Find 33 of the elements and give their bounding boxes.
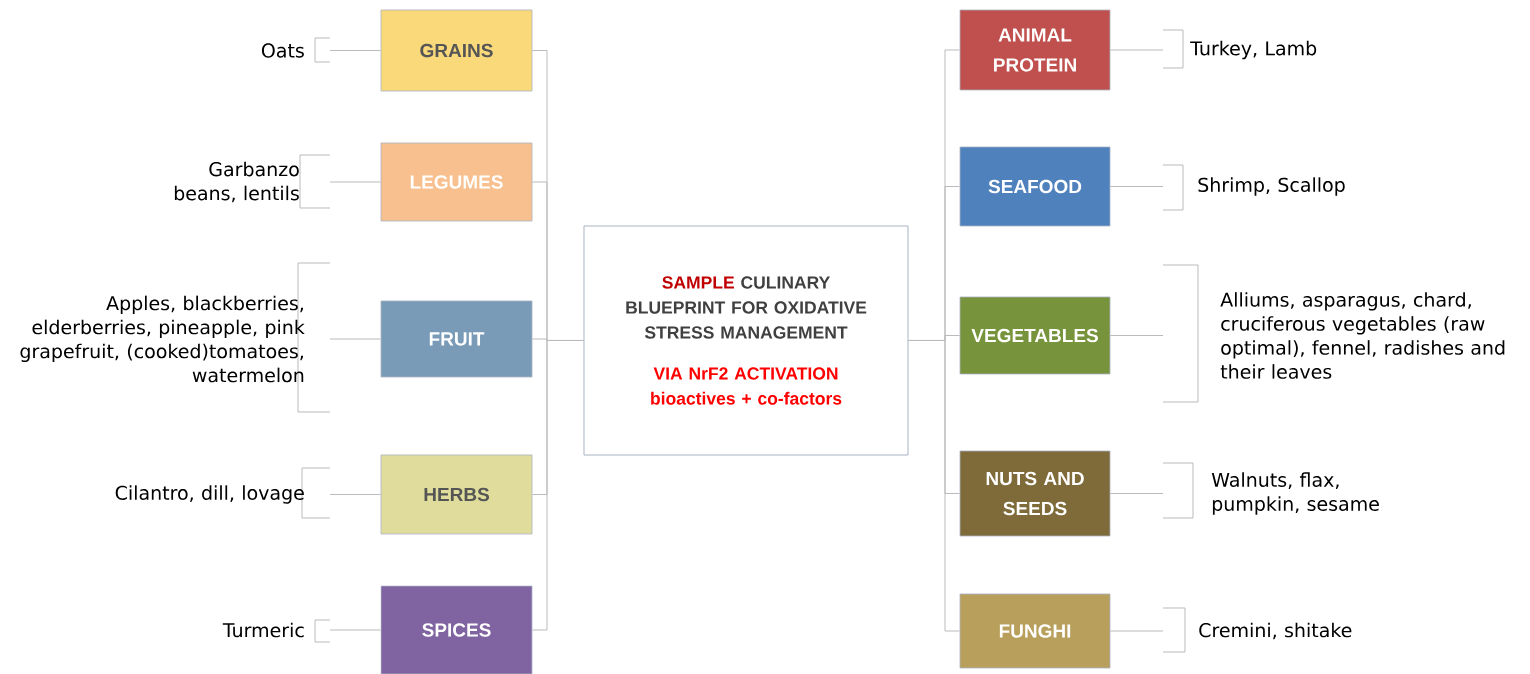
food-list: Shrimp, Scallop	[1198, 177, 1345, 196]
food-list: Garbanzo beans, lentils	[174, 161, 299, 203]
category-box: FRUIT	[380, 300, 533, 378]
food-list: Apples, blackberries, elderberries, pineapple, pink grapefruit, (cooked)tomatoes, watermelon	[20, 295, 305, 383]
food-list: Cilantro, dill, lovage	[115, 485, 304, 504]
category-box: NUTS AND SEEDS	[959, 450, 1111, 537]
category-box: HERBS	[380, 454, 533, 535]
connector-line	[329, 181, 382, 183]
connector-line	[1109, 335, 1164, 336]
food-list: Turkey, Lamb	[1190, 40, 1317, 60]
connector-line	[908, 340, 961, 632]
connector-line	[531, 340, 584, 631]
connector-line	[329, 629, 382, 631]
connector-line	[329, 338, 382, 340]
food-list: Walnuts, flax, pumpkin, sesame	[1211, 472, 1379, 515]
food-list: Turmeric	[222, 622, 304, 638]
connector-line	[329, 50, 382, 51]
category-box: SPICES	[380, 585, 533, 674]
connector-line	[1109, 186, 1164, 187]
category-box: ANIMAL PROTEIN	[959, 9, 1111, 91]
category-box: SEAFOOD	[959, 146, 1111, 227]
connector-line	[1109, 49, 1164, 51]
connector-line	[1109, 493, 1164, 494]
category-box: FUNGHI	[959, 593, 1111, 669]
food-list: Cremini, shitake	[1199, 622, 1352, 640]
category-box: VEGETABLES	[959, 296, 1111, 375]
connector-line	[329, 494, 382, 495]
title-box: SAMPLE CULINARY BLUEPRINT FOR OXIDATIVE STRESS MANAGEMENT VIA NrF2 ACTIVATION bioactives + co-factors	[583, 225, 909, 456]
connector-line	[1109, 630, 1164, 632]
category-box: LEGUMES	[380, 142, 533, 222]
category-box: GRAINS	[380, 9, 533, 92]
food-list: Oats	[261, 43, 304, 58]
food-list: Alliums, asparagus, chard, cruciferous vegetables (raw optimal), fennel, radishes and their leaves	[1220, 292, 1505, 379]
